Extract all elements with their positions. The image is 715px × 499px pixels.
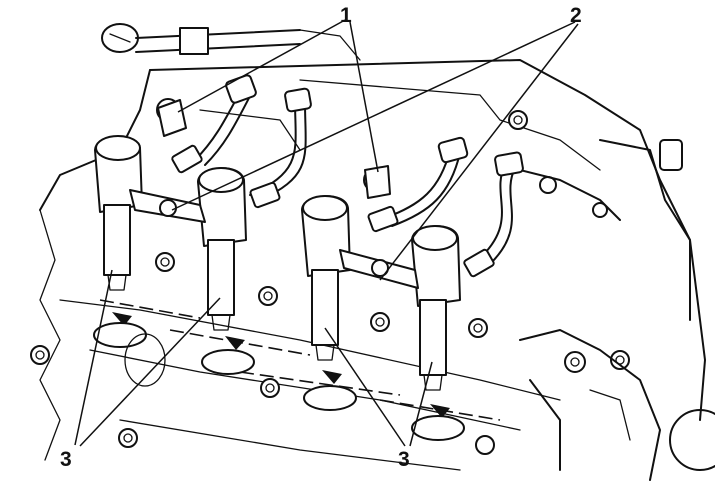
injector-4: [411, 225, 461, 391]
injector-clamps: [129, 189, 419, 289]
callout-3-right: 3: [398, 448, 410, 471]
injector-3: [301, 195, 351, 361]
glow-plug-connectors: [157, 99, 391, 199]
callout-2: 2: [570, 4, 582, 27]
seat-arrows: [112, 312, 450, 418]
callout-1: 1: [340, 4, 352, 27]
injector-seats: [93, 322, 465, 441]
top-hose-fitting: [101, 23, 361, 61]
bolts: [30, 98, 630, 455]
callouts: 1 2 3 3: [60, 4, 582, 471]
leader-lines: [74, 19, 579, 447]
injector-2: [197, 167, 247, 331]
callout-3-left: 3: [60, 448, 72, 471]
right-housing: [519, 139, 715, 481]
injector-1: [94, 135, 143, 291]
